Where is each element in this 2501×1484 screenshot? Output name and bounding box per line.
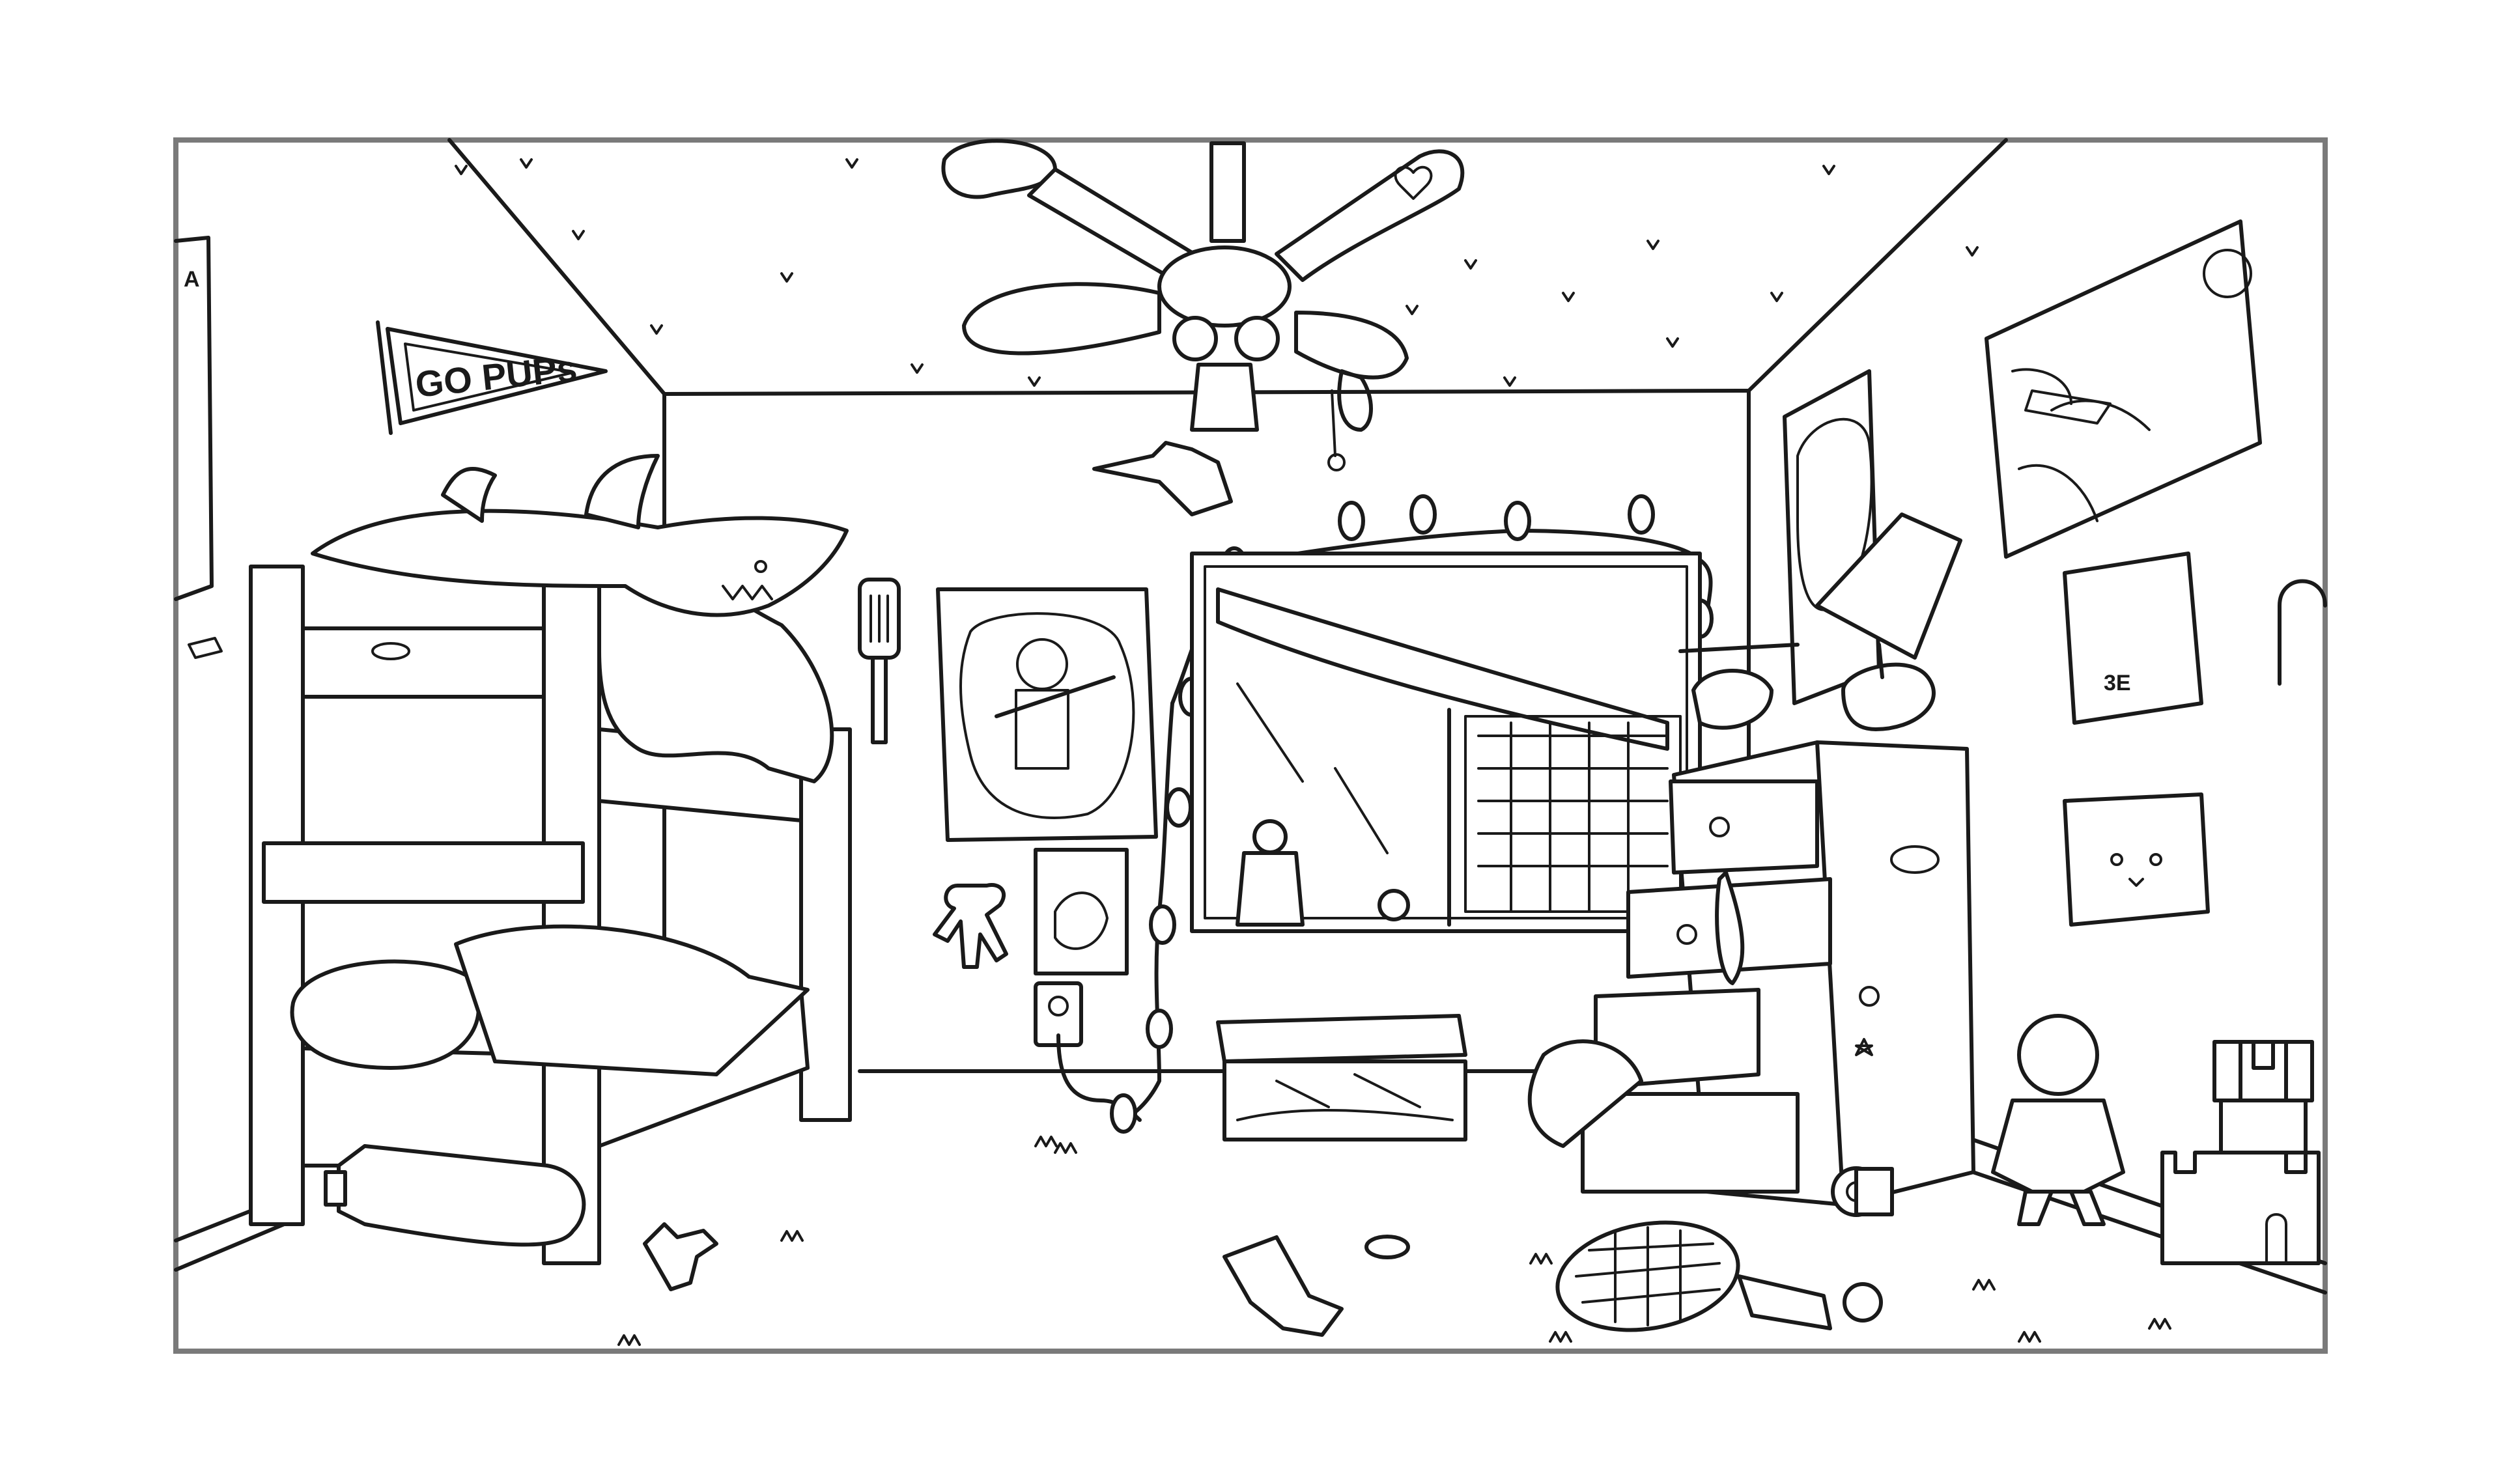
toy-helicopter (1678, 643, 1800, 730)
monster-poster (1783, 369, 1881, 705)
poster-3e-text: 3E (2104, 671, 2131, 695)
aquarium (1216, 1014, 1467, 1141)
cat-drawing (2063, 792, 2210, 927)
right-archway (2278, 579, 2327, 686)
space-poster (1985, 219, 2262, 559)
sock (1222, 1235, 1344, 1337)
toy-figure-floor (643, 1222, 718, 1291)
sandcastle (2160, 1040, 2321, 1265)
warrior-poster (936, 587, 1158, 842)
floor-tufts (617, 1136, 2171, 1346)
wrestler-toy (1991, 1014, 2125, 1226)
poster-letter: A (184, 267, 200, 292)
tennis-racket (1555, 1220, 1883, 1332)
left-wall-poster: A (174, 236, 223, 659)
bird-drawing (1034, 848, 1129, 975)
coin (1364, 1235, 1410, 1259)
dresser (1527, 740, 1975, 1207)
flying-toy (1092, 441, 1233, 516)
string-lights (1110, 494, 1714, 1134)
ceiling-fan (941, 139, 1465, 471)
lamp (1815, 512, 1962, 731)
spatula (858, 578, 901, 744)
bunk-bed (249, 551, 852, 1265)
soda-bottle (324, 1144, 586, 1247)
shark-plush (311, 454, 849, 617)
window (1190, 552, 1702, 933)
rabbit-poster: 3E (2063, 552, 2203, 725)
tape-roll (1831, 1166, 1894, 1217)
light-bulbs (1110, 494, 1714, 1134)
stick-figure-drawing (933, 883, 1008, 969)
pennant: GO PUPs (376, 320, 608, 435)
